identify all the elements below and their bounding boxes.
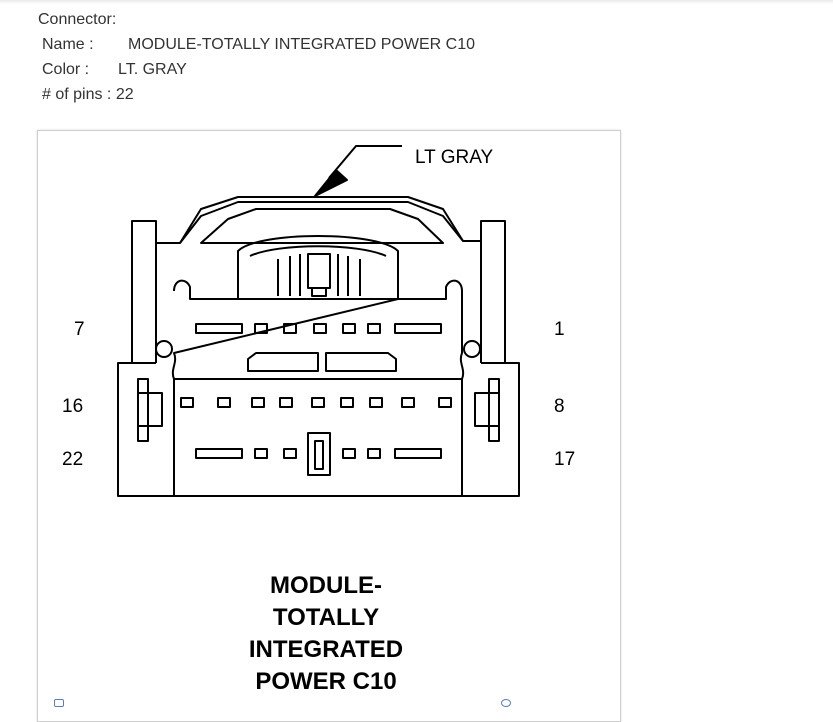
pin-label-row3-right: 17	[554, 449, 575, 470]
connector-info: Connector: Name : MODULE-TOTALLY INTEGRAT…	[38, 7, 475, 107]
connector-housing	[117, 196, 520, 497]
connector-heading: Connector:	[38, 11, 117, 28]
connector-diagram-frame: LT GRAY	[37, 130, 621, 722]
expand-icon[interactable]	[54, 699, 64, 707]
color-value: LT. GRAY	[118, 61, 187, 78]
pin-label-row2-right: 8	[554, 396, 565, 417]
connector-color-row: Color : LT. GRAY	[38, 57, 475, 82]
top-shadow	[0, 0, 833, 4]
connector-diagram: LT GRAY	[62, 145, 575, 695]
color-label: Color :	[42, 61, 90, 78]
callout-arrow	[314, 145, 402, 197]
pin-label-row3-left: 22	[62, 449, 83, 470]
connector-pins-row: # of pins : 22	[38, 82, 475, 107]
callout-label: LT GRAY	[415, 147, 493, 168]
name-label: Name :	[42, 36, 94, 53]
diagram-title-line1: MODULE-	[270, 572, 382, 599]
diagram-title-line2: TOTALLY	[273, 604, 379, 631]
pins-value: 22	[115, 86, 134, 103]
zoom-icon[interactable]	[501, 699, 511, 707]
figure-toolbar	[38, 697, 618, 707]
connector-name-row: Name : MODULE-TOTALLY INTEGRATED POWER C1…	[38, 32, 475, 57]
name-value: MODULE-TOTALLY INTEGRATED POWER C10	[128, 36, 476, 53]
diagram-title-line4: POWER C10	[255, 668, 396, 695]
pin-label-row1-right: 1	[554, 319, 565, 340]
pin-label-row1-left: 7	[74, 319, 85, 340]
diagram-title-line3: INTEGRATED	[249, 636, 403, 663]
pin-label-row2-left: 16	[62, 396, 83, 417]
pin-cavities	[180, 323, 452, 476]
pins-label: # of pins :	[42, 86, 112, 103]
